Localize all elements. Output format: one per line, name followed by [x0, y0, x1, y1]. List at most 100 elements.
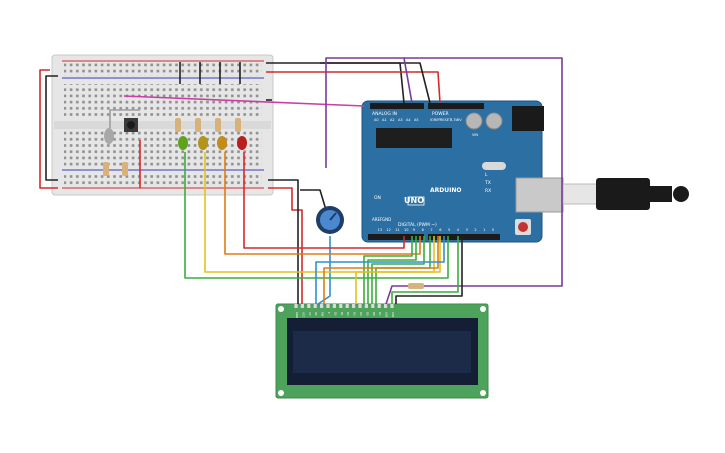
- lcd-pin[interactable]: [345, 304, 349, 308]
- digital-pin-label: 0: [492, 228, 494, 232]
- digital-pin-label: 6: [439, 228, 441, 232]
- lcd-pin[interactable]: [339, 304, 343, 308]
- ioref-label: IOREF: [430, 118, 440, 122]
- usb-plug-metal: [562, 183, 598, 205]
- wire-red-lcd: [268, 187, 303, 304]
- lcd-pin-label: VCC: [301, 312, 305, 318]
- lcd-pin[interactable]: [294, 304, 298, 308]
- usb-cable-end: [673, 186, 689, 202]
- digital-pin-label: 2: [474, 228, 476, 232]
- digital-pin-label: 10: [404, 228, 408, 232]
- center-channel: [54, 121, 271, 129]
- lcd-pin[interactable]: [377, 304, 381, 308]
- resistor: [195, 118, 201, 132]
- wire-lcd-led-gnd: [395, 236, 463, 304]
- lcd-pin-label: D1: [340, 312, 344, 316]
- rail-bottom-holes: [64, 172, 262, 185]
- wire-purple-top: [325, 57, 413, 104]
- pushbutton-cap[interactable]: [127, 121, 135, 129]
- uno-logo-box: [407, 196, 425, 206]
- lcd-pin[interactable]: [332, 304, 336, 308]
- wire-gnd-2: [320, 62, 431, 104]
- lcd-pin-label: LED: [385, 312, 389, 317]
- lcd-pin-label: GND: [295, 312, 299, 318]
- lcd-pin[interactable]: [390, 304, 394, 308]
- lcd-pin-label: D0: [333, 312, 337, 316]
- resistor-lcd-backlight: [408, 283, 424, 289]
- analog-pin-label: A5: [414, 118, 419, 122]
- wire-lcd-led: [391, 236, 459, 304]
- resistor: [122, 162, 128, 176]
- digital-pin-label: 1: [483, 228, 485, 232]
- lcd-pin[interactable]: [364, 304, 368, 308]
- wire-rail-loop-red: [39, 69, 58, 189]
- lcd-pin[interactable]: [384, 304, 388, 308]
- reset-button[interactable]: [518, 222, 528, 232]
- potentiometer-indicator: [329, 212, 337, 221]
- wire-pot-wiper: [317, 236, 331, 305]
- lcd-pin[interactable]: [300, 304, 304, 308]
- wire-gnd-top: [266, 62, 405, 104]
- header-analog: [370, 103, 424, 109]
- header-digital-low: [368, 234, 424, 240]
- lcd-pin[interactable]: [352, 304, 356, 308]
- potentiometer[interactable]: [316, 206, 344, 234]
- analog-pin-label: A1: [382, 118, 387, 122]
- lcd-pin[interactable]: [371, 304, 375, 308]
- l-label: L: [485, 172, 488, 178]
- header-digital-high: [428, 234, 500, 240]
- lcd-pin[interactable]: [320, 304, 324, 308]
- analog-in-label: ANALOG IN: [372, 111, 397, 117]
- led-green: [178, 136, 188, 150]
- breadboard: [51, 54, 274, 196]
- wire-lcd-e: [355, 236, 435, 304]
- digital-pin-label: 5: [448, 228, 450, 232]
- digital-pin-label: 3: [466, 228, 468, 232]
- lcd-pin-label: D4: [359, 312, 363, 316]
- uno-logo: UNO: [404, 196, 424, 205]
- analog-pin-label: A0: [374, 118, 379, 122]
- wire-lcd-d: [363, 236, 413, 304]
- wire-lcd-d: [375, 236, 431, 304]
- wire-purple-outer: [385, 57, 563, 305]
- analog-pin-label: A3: [398, 118, 403, 122]
- lcd-pin-label: D2: [346, 312, 350, 316]
- reset-label: RESET: [440, 118, 452, 122]
- analog-pin-label: A4: [406, 118, 411, 122]
- resistors: [103, 118, 424, 289]
- analog-pin-label: A2: [390, 118, 395, 122]
- lcd-pin[interactable]: [313, 304, 317, 308]
- crystal: [482, 162, 506, 170]
- power-label: POWER: [432, 111, 449, 117]
- power-jack: [512, 106, 544, 131]
- lcd-mount-hole: [278, 390, 284, 396]
- arduino-uno[interactable]: ANALOG IN POWER ON TX RX L UNO ARDUINO D…: [361, 100, 564, 243]
- lcd-pin[interactable]: [326, 304, 330, 308]
- digital-pin-label: 4: [457, 228, 460, 232]
- wires: [39, 57, 563, 305]
- 3v3-label: 3.3V: [450, 118, 459, 122]
- lcd-pin-label: RW: [321, 312, 325, 317]
- digital-pin-label: 13: [378, 228, 382, 232]
- led-yellow: [198, 136, 208, 150]
- rx-label: RX: [485, 188, 491, 194]
- lcd-pin-label: D6: [372, 312, 376, 316]
- lcd-pin[interactable]: [358, 304, 362, 308]
- lcd-pin[interactable]: [307, 304, 311, 308]
- pushbutton[interactable]: [124, 118, 138, 132]
- usb-cable: [562, 178, 689, 210]
- wire-lcd-d: [367, 236, 417, 304]
- wire-lcd-d: [371, 236, 425, 304]
- atmega-chip: [376, 128, 452, 148]
- lcd-screen: [293, 331, 471, 373]
- lcd-mount-hole: [480, 306, 486, 312]
- on-label: ON: [374, 195, 381, 201]
- tx-label: TX: [484, 180, 491, 186]
- wire-black-lcd: [268, 179, 299, 304]
- digital-pin-label: 7: [430, 228, 432, 232]
- resistor: [215, 118, 221, 132]
